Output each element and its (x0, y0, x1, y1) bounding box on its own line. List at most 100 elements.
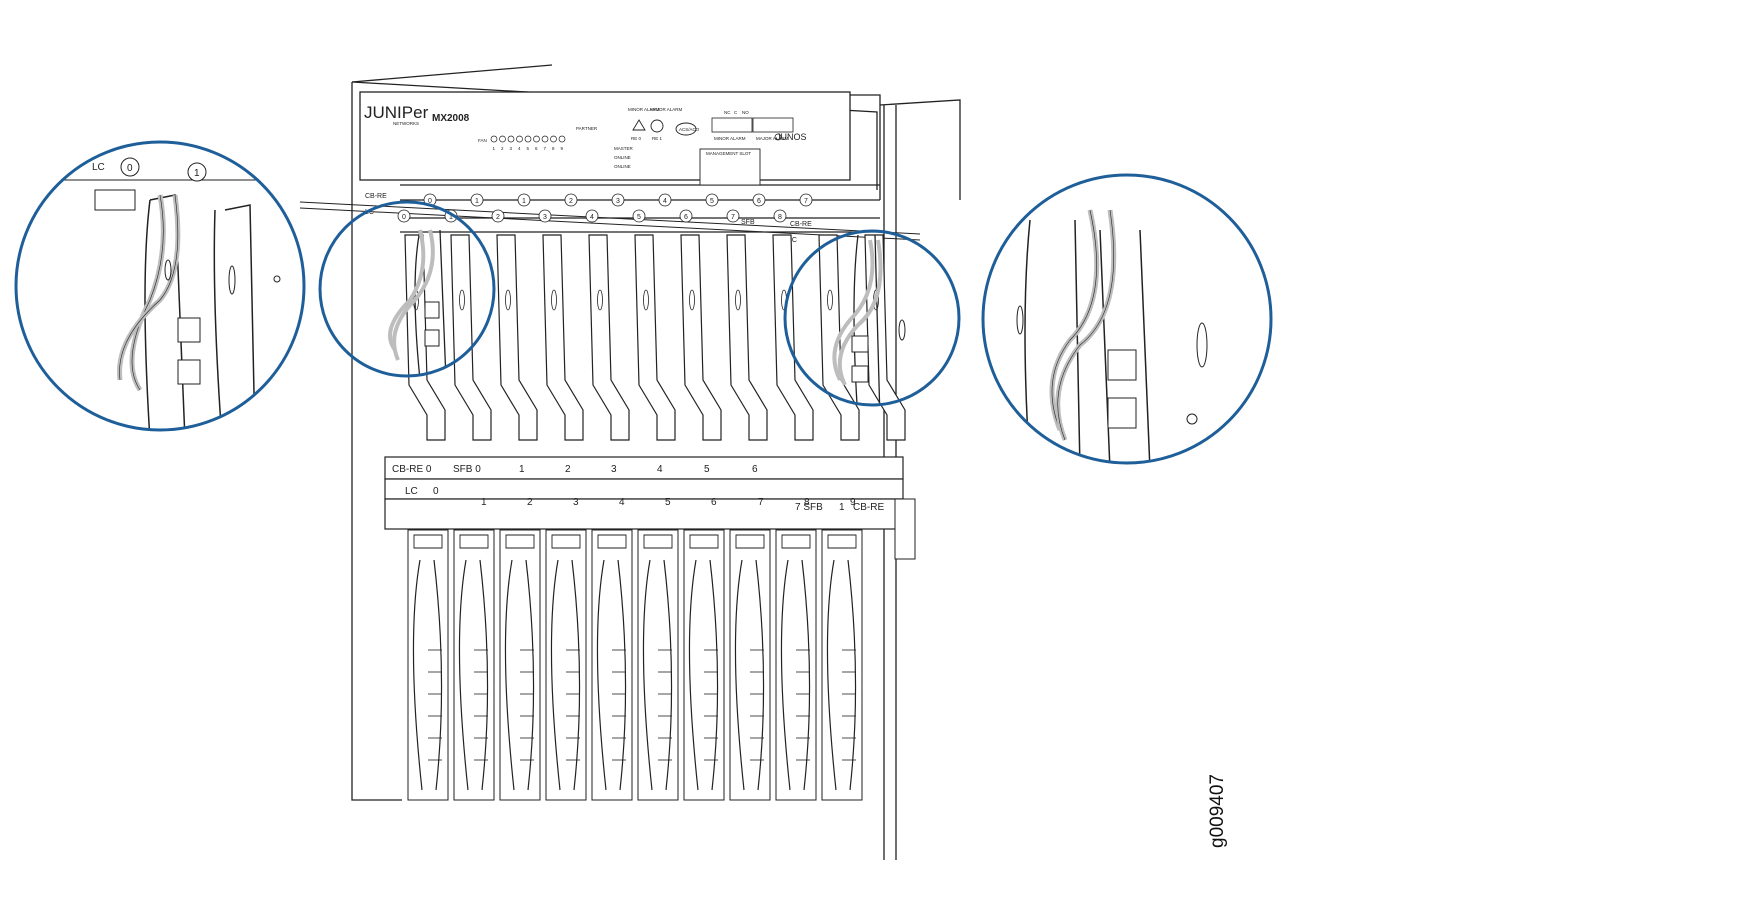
card-lever-right (663, 559, 673, 791)
card-lever[interactable] (780, 559, 791, 791)
card-arrow-latch[interactable] (459, 534, 489, 549)
sfb-row-label: SFB (741, 219, 755, 226)
card-lever-right (479, 559, 489, 791)
handle-slot (551, 289, 557, 311)
fan-led-number: 5 (527, 146, 530, 151)
upper-indicator-number: 0 (428, 198, 432, 205)
upper-indicator (470, 193, 484, 207)
lower-indicator-number: 1 (449, 214, 453, 221)
lower-indicator-number: 8 (778, 214, 782, 221)
line-card (453, 529, 495, 801)
line-cards (407, 529, 863, 801)
lower-indicator (397, 209, 411, 223)
ejector-handle[interactable] (634, 234, 676, 441)
card-lever[interactable] (504, 559, 515, 791)
strip-right-label: 7 SFB (795, 502, 823, 513)
minor-alarm-led (632, 119, 646, 131)
strip-top-label: 6 (752, 464, 758, 475)
card-arrow-latch[interactable] (643, 534, 673, 549)
fan-led-number: 4 (518, 146, 521, 151)
fan-led-number: 8 (552, 146, 555, 151)
card-lever-right (571, 559, 581, 791)
ejector-handle[interactable] (864, 234, 906, 441)
card-lever-right (617, 559, 627, 791)
zoom-1-label: 1 (194, 168, 200, 179)
relay-c-label: C (734, 110, 738, 115)
strip-bottom-label: 6 (711, 497, 717, 508)
card-arrow-latch[interactable] (827, 534, 857, 549)
os-logo-icon (774, 133, 782, 141)
strip-top-label: 1 (519, 464, 525, 475)
upper-indicator (705, 193, 719, 207)
cbre-right-label: CB-RE (790, 221, 812, 228)
relay-no-label: NO (742, 110, 749, 115)
fan-led-number: 1 (493, 146, 496, 151)
fan-led (507, 135, 515, 143)
minor-alarm-label: MINOR ALARM (628, 107, 660, 112)
fan-label: FAN (478, 138, 487, 143)
fan-led-number: 9 (561, 146, 564, 151)
master-label: MASTER (614, 146, 634, 151)
strip-bottom-label: 1 (481, 497, 487, 508)
card-arrow-latch[interactable] (689, 534, 719, 549)
ejector-handle[interactable] (680, 234, 722, 441)
os-logo: JUNOS (776, 132, 807, 142)
ejector-handle[interactable] (542, 234, 584, 441)
acs-aco-button[interactable] (675, 122, 697, 136)
card-lever[interactable] (458, 559, 469, 791)
card-lever-right (525, 559, 535, 791)
card-arrow-latch[interactable] (551, 534, 581, 549)
card-lever[interactable] (826, 559, 837, 791)
partner-label: PARTNER (576, 126, 598, 131)
card-arrow-latch[interactable] (597, 534, 627, 549)
card-lever[interactable] (642, 559, 653, 791)
lower-indicator (773, 209, 787, 223)
ejector-handle[interactable] (772, 234, 814, 441)
upper-indicator-number: 2 (569, 198, 573, 205)
lower-indicator (585, 209, 599, 223)
relay-nc-label: NC (724, 110, 731, 115)
card-lever[interactable] (550, 559, 561, 791)
lc-row-label: LC (365, 209, 374, 216)
zoom-lc-label: LC (92, 162, 105, 173)
card-arrow-latch[interactable] (735, 534, 765, 549)
lower-indicator (491, 209, 505, 223)
online-label-2: ONLINE (614, 164, 631, 169)
lower-indicator-number: 0 (402, 214, 406, 221)
brand-logo: JUNIPer (364, 103, 429, 122)
acs-aco-label: ACS/ACO (679, 127, 700, 132)
fan-led (499, 135, 506, 143)
card-lever[interactable] (688, 559, 699, 791)
ejector-handle[interactable] (450, 234, 492, 441)
strip-top-label: CB-RE 0 (392, 464, 432, 475)
card-arrow-latch[interactable] (781, 534, 811, 549)
strip-bottom-label: 2 (527, 497, 533, 508)
re0-label: RE 0 (631, 136, 642, 141)
strip-bottom-label: 0 (433, 486, 439, 497)
upper-indicator-number: 4 (663, 198, 667, 205)
callout-magnified-left: LC 0 1 (14, 140, 306, 432)
major-alarm-label: MAJOR ALARM (650, 107, 683, 112)
ejector-handle[interactable] (726, 234, 768, 441)
card-arrow-latch[interactable] (413, 534, 443, 549)
strip-bottom-label: 7 (758, 497, 764, 508)
callout-small-left (318, 200, 496, 378)
fan-led-number: 7 (544, 146, 547, 151)
strip-bottom-label: 8 (804, 497, 810, 508)
card-lever[interactable] (596, 559, 607, 791)
ejector-handle[interactable] (496, 234, 538, 441)
callout-magnified-right (981, 173, 1273, 465)
lower-indicator-number: 4 (590, 214, 594, 221)
card-lever[interactable] (412, 559, 423, 791)
ejector-handle[interactable] (588, 234, 630, 441)
re1-label: RE 1 (652, 136, 663, 141)
fan-led-number: 2 (501, 146, 504, 151)
lower-indicator-number: 6 (684, 214, 688, 221)
card-lever[interactable] (734, 559, 745, 791)
card-arrow-latch[interactable] (505, 534, 535, 549)
